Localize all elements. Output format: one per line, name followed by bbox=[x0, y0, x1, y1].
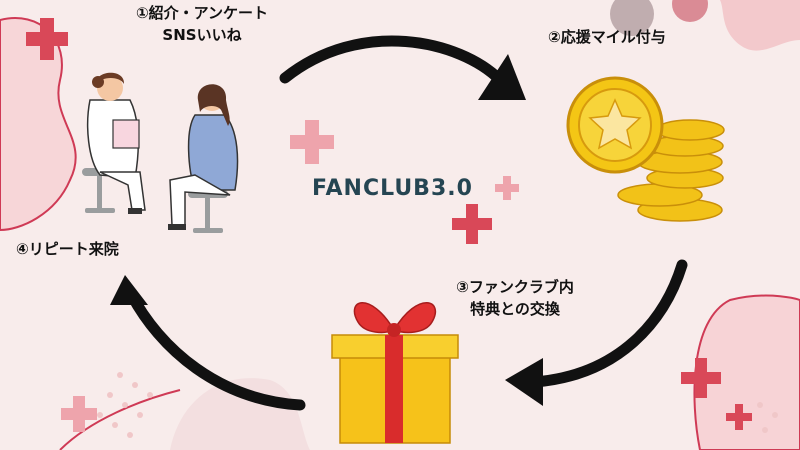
arrow-3-to-4 bbox=[124, 286, 306, 411]
step2-text: ②応援マイル付与 bbox=[548, 28, 666, 46]
step2-label: ②応援マイル付与 bbox=[548, 26, 666, 48]
top-right-circle-small bbox=[672, 0, 708, 22]
dot-pattern bbox=[97, 372, 778, 438]
medical-cross-icon bbox=[26, 18, 68, 60]
step4-label: ④リピート来院 bbox=[16, 238, 119, 260]
gold-coins-icon bbox=[566, 76, 725, 222]
diagram-title: FANCLUB3.0 bbox=[312, 176, 473, 201]
left-blob bbox=[0, 17, 77, 232]
doctor-patient-illustration bbox=[82, 72, 239, 233]
bottom-left-blob bbox=[170, 378, 310, 450]
top-right-blob bbox=[720, 0, 800, 51]
step1-label: ①紹介・アンケート SNSいいね bbox=[112, 2, 292, 46]
step3-line2: 特典との交換 bbox=[470, 300, 560, 318]
step1-line2: SNSいいね bbox=[162, 26, 242, 44]
step3-line1: ③ファンクラブ内 bbox=[456, 278, 574, 296]
step1-line1: ①紹介・アンケート bbox=[135, 4, 269, 22]
medical-cross-icon bbox=[726, 404, 752, 430]
top-right-circle bbox=[610, 0, 654, 36]
gift-box-icon bbox=[331, 302, 459, 444]
medical-cross-icon bbox=[61, 396, 97, 432]
arrow-1-to-2 bbox=[279, 35, 506, 86]
bottom-right-blob bbox=[693, 294, 800, 450]
arrow-heads bbox=[110, 54, 543, 406]
arrow-2-to-3 bbox=[529, 259, 688, 388]
step4-text: ④リピート来院 bbox=[16, 240, 119, 258]
medical-cross-icon bbox=[681, 358, 721, 398]
medical-cross-icon bbox=[452, 204, 492, 244]
bottom-left-blob-outline bbox=[59, 389, 181, 450]
cycle-arrows bbox=[124, 35, 688, 411]
medical-cross-icon bbox=[495, 176, 519, 200]
step3-label: ③ファンクラブ内 特典との交換 bbox=[440, 276, 590, 320]
medical-cross-icon bbox=[290, 120, 334, 164]
